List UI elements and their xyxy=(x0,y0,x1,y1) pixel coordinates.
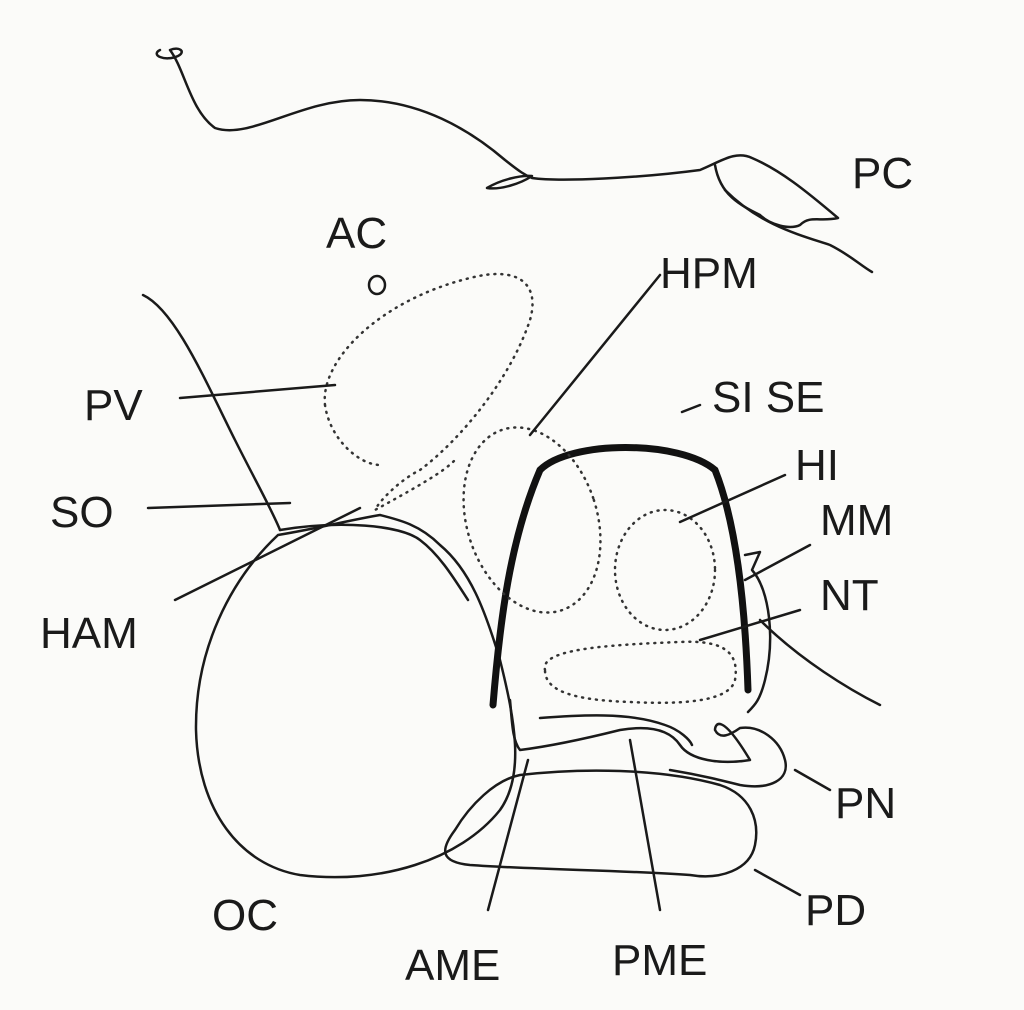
label-so: SO xyxy=(50,488,114,537)
ac-notch xyxy=(485,174,534,190)
leader-lines xyxy=(146,273,832,912)
median-eminence-boundary xyxy=(489,444,752,709)
label-nt: NT xyxy=(820,571,879,620)
pc-outline xyxy=(723,188,874,274)
median-eminence xyxy=(508,698,788,788)
pars-distalis xyxy=(443,769,758,878)
label-hpm: HPM xyxy=(660,249,758,298)
hi-nucleus xyxy=(613,508,717,632)
pv-nucleus xyxy=(323,272,534,514)
mammillary-tract xyxy=(758,618,882,707)
label-ham: HAM xyxy=(40,609,138,658)
optic-chiasm-upper xyxy=(278,523,470,602)
third-ventricle-wall xyxy=(141,293,282,532)
label-pme: PME xyxy=(612,936,707,985)
label-pd: PD xyxy=(805,886,866,935)
label-hi: HI xyxy=(795,441,839,490)
label-oc: OC xyxy=(212,891,278,940)
label-pn: PN xyxy=(835,779,896,828)
pme-line xyxy=(538,714,694,747)
anterior-commissure xyxy=(367,274,387,296)
mm-outline xyxy=(743,550,772,714)
optic-chiasm-outline xyxy=(194,513,517,879)
label-mm: MM xyxy=(820,496,893,545)
label-pc: PC xyxy=(852,149,913,198)
hpm-nucleus xyxy=(462,426,602,614)
nt-nucleus xyxy=(543,640,738,705)
label-sise: SI SE xyxy=(712,373,825,422)
label-pv: PV xyxy=(84,381,143,430)
label-ac: AC xyxy=(326,209,387,258)
label-ame: AME xyxy=(405,941,500,990)
